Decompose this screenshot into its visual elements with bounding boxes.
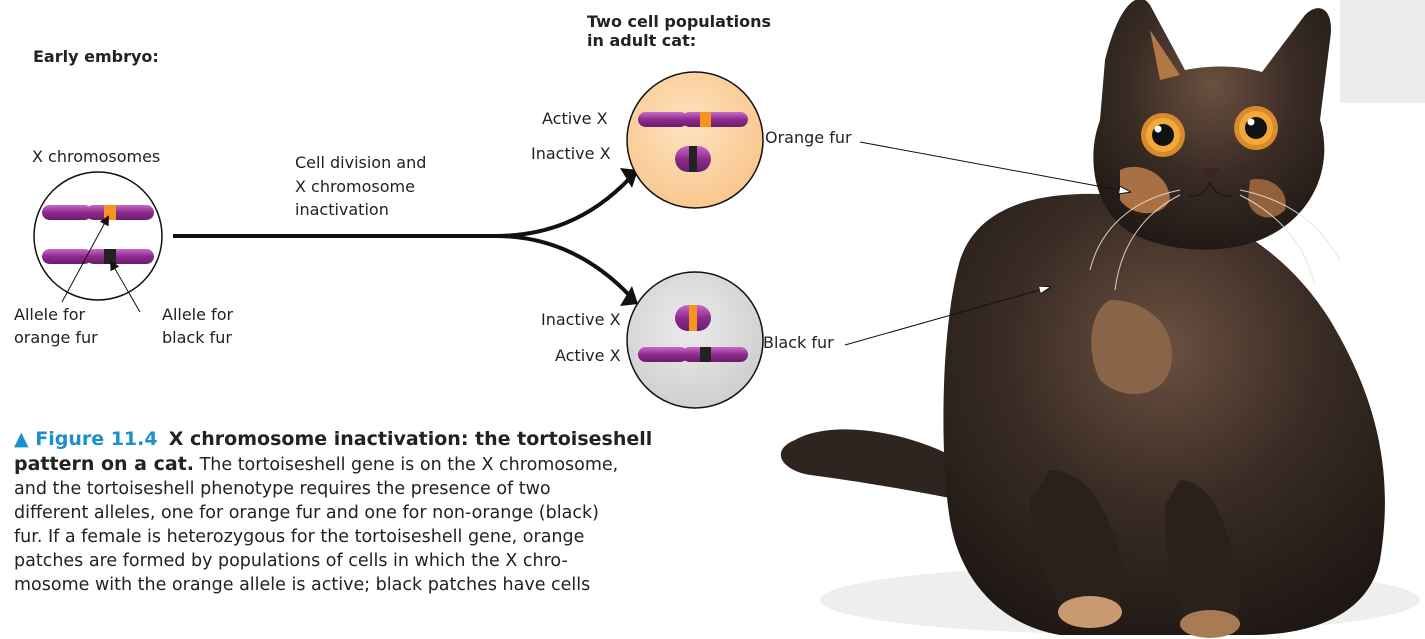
allele-orange-label-line1: Allele for xyxy=(14,305,85,325)
early-embryo-heading: Early embryo: xyxy=(33,47,159,67)
cell-division-label-line1: Cell division and xyxy=(295,153,426,173)
x-chromosomes-label: X chromosomes xyxy=(32,147,160,167)
chromosome-orange-allele xyxy=(42,205,154,220)
cell-division-label-line2: X chromosome xyxy=(295,177,415,197)
orange-fur-label: Orange fur xyxy=(765,128,852,148)
orange-fur-pointer xyxy=(860,142,1130,192)
figure-caption: ▲ Figure 11.4 X chromosome inactivation:… xyxy=(14,427,774,597)
cell-division-label-line3: inactivation xyxy=(295,200,389,220)
bottom-active-x-label: Active X xyxy=(555,346,621,366)
two-populations-heading-line2: in adult cat: xyxy=(587,31,696,51)
two-populations-heading-line1: Two cell populations xyxy=(587,12,771,32)
allele-black-label-line2: black fur xyxy=(162,328,232,348)
caption-body-line5: patches are formed by populations of cel… xyxy=(14,549,774,573)
orange-fur-cell xyxy=(627,72,763,208)
figure-number: ▲ Figure 11.4 xyxy=(14,428,158,450)
tortoiseshell-cat xyxy=(781,0,1420,638)
caption-body-line2: and the tortoiseshell phenotype requires… xyxy=(14,477,774,501)
top-inactive-x-label: Inactive X xyxy=(531,144,611,164)
chromosome-black-allele xyxy=(42,249,154,264)
allele-black-label-line1: Allele for xyxy=(162,305,233,325)
caption-body-line4: fur. If a female is heterozygous for the… xyxy=(14,525,774,549)
caption-body-line1: The tortoiseshell gene is on the X chrom… xyxy=(200,455,619,475)
caption-body-line6: mosome with the orange allele is active;… xyxy=(14,573,774,597)
top-active-x-label: Active X xyxy=(542,109,608,129)
figure-title-line2: pattern on a cat. xyxy=(14,453,194,475)
figure-title-line1: X chromosome inactivation: the tortoises… xyxy=(169,428,653,450)
caption-body-line3: different alleles, one for orange fur an… xyxy=(14,501,774,525)
black-fur-label: Black fur xyxy=(763,333,834,353)
allele-orange-label-line2: orange fur xyxy=(14,328,98,348)
bottom-inactive-x-label: Inactive X xyxy=(541,310,621,330)
black-fur-cell xyxy=(627,272,763,408)
